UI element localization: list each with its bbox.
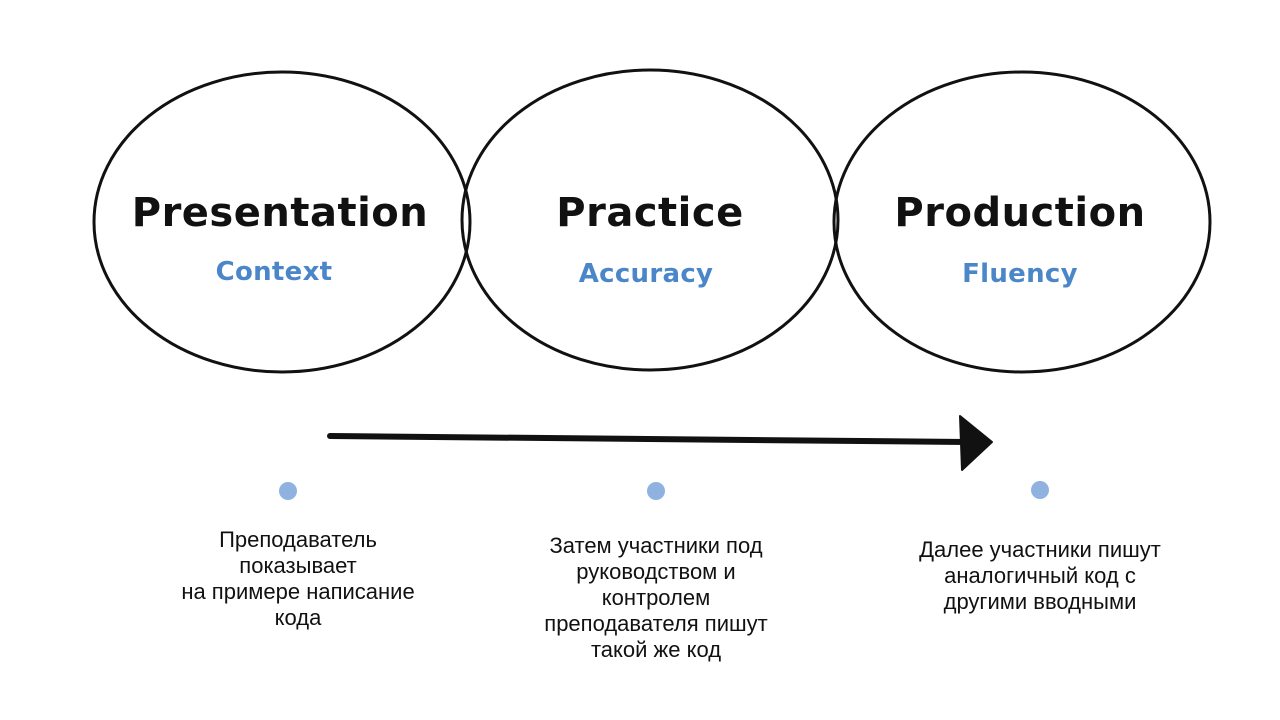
- practice-description: Затем участники под руководством и контр…: [544, 533, 768, 662]
- production-description: Далее участники пишут аналогичный код с …: [919, 537, 1161, 614]
- production-subtitle: Fluency: [962, 259, 1078, 289]
- practice-subtitle: Accuracy: [579, 259, 714, 289]
- presentation-circle: [92, 70, 472, 374]
- production-circle: [832, 70, 1212, 374]
- practice-circle: [460, 68, 840, 372]
- production-dot: [1031, 481, 1049, 499]
- presentation-description: Преподаватель показывает на примере напи…: [181, 527, 415, 630]
- presentation-subtitle: Context: [216, 257, 333, 287]
- progress-arrow-shaft: [327, 433, 969, 445]
- presentation-title: Presentation: [132, 190, 429, 236]
- practice-title: Practice: [556, 190, 743, 236]
- production-title: Production: [894, 190, 1145, 236]
- presentation-dot: [279, 482, 297, 500]
- progress-arrow-head: [959, 415, 993, 471]
- practice-dot: [647, 482, 665, 500]
